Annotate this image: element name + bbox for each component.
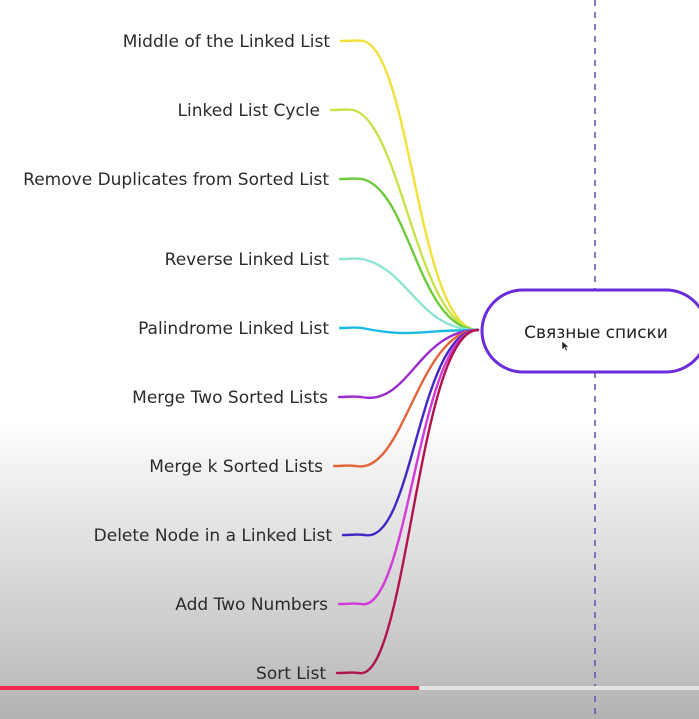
branch-line [335, 328, 480, 675]
branch-line [338, 177, 480, 332]
root-node-label: Связные списки [524, 323, 668, 343]
mouse-cursor-icon [561, 340, 570, 352]
branch-label[interactable]: Remove Duplicates from Sorted List [23, 170, 329, 190]
branch-label[interactable]: Merge Two Sorted Lists [132, 388, 328, 408]
branch-label[interactable]: Reverse Linked List [165, 250, 330, 270]
branch-line [339, 39, 480, 332]
branch-label[interactable]: Merge k Sorted Lists [149, 457, 323, 477]
branch-label[interactable]: Middle of the Linked List [123, 32, 331, 52]
branch-line [338, 257, 480, 332]
branch-label[interactable]: Add Two Numbers [175, 595, 328, 615]
branch-label[interactable]: Linked List Cycle [178, 101, 320, 121]
branch-line [329, 108, 480, 332]
branch-label[interactable]: Sort List [256, 664, 326, 684]
branch-line [341, 328, 480, 537]
progress-played [0, 686, 419, 690]
root-node[interactable]: Связные списки [480, 288, 699, 374]
root-node-box[interactable] [480, 288, 699, 374]
branch-label[interactable]: Delete Node in a Linked List [94, 526, 333, 546]
branch-line [332, 328, 480, 468]
branch-line [337, 328, 480, 606]
branch-label[interactable]: Palindrome Linked List [138, 319, 329, 339]
branch-line [338, 326, 480, 335]
video-progress-bar[interactable] [0, 686, 699, 690]
branch-line [337, 328, 480, 400]
